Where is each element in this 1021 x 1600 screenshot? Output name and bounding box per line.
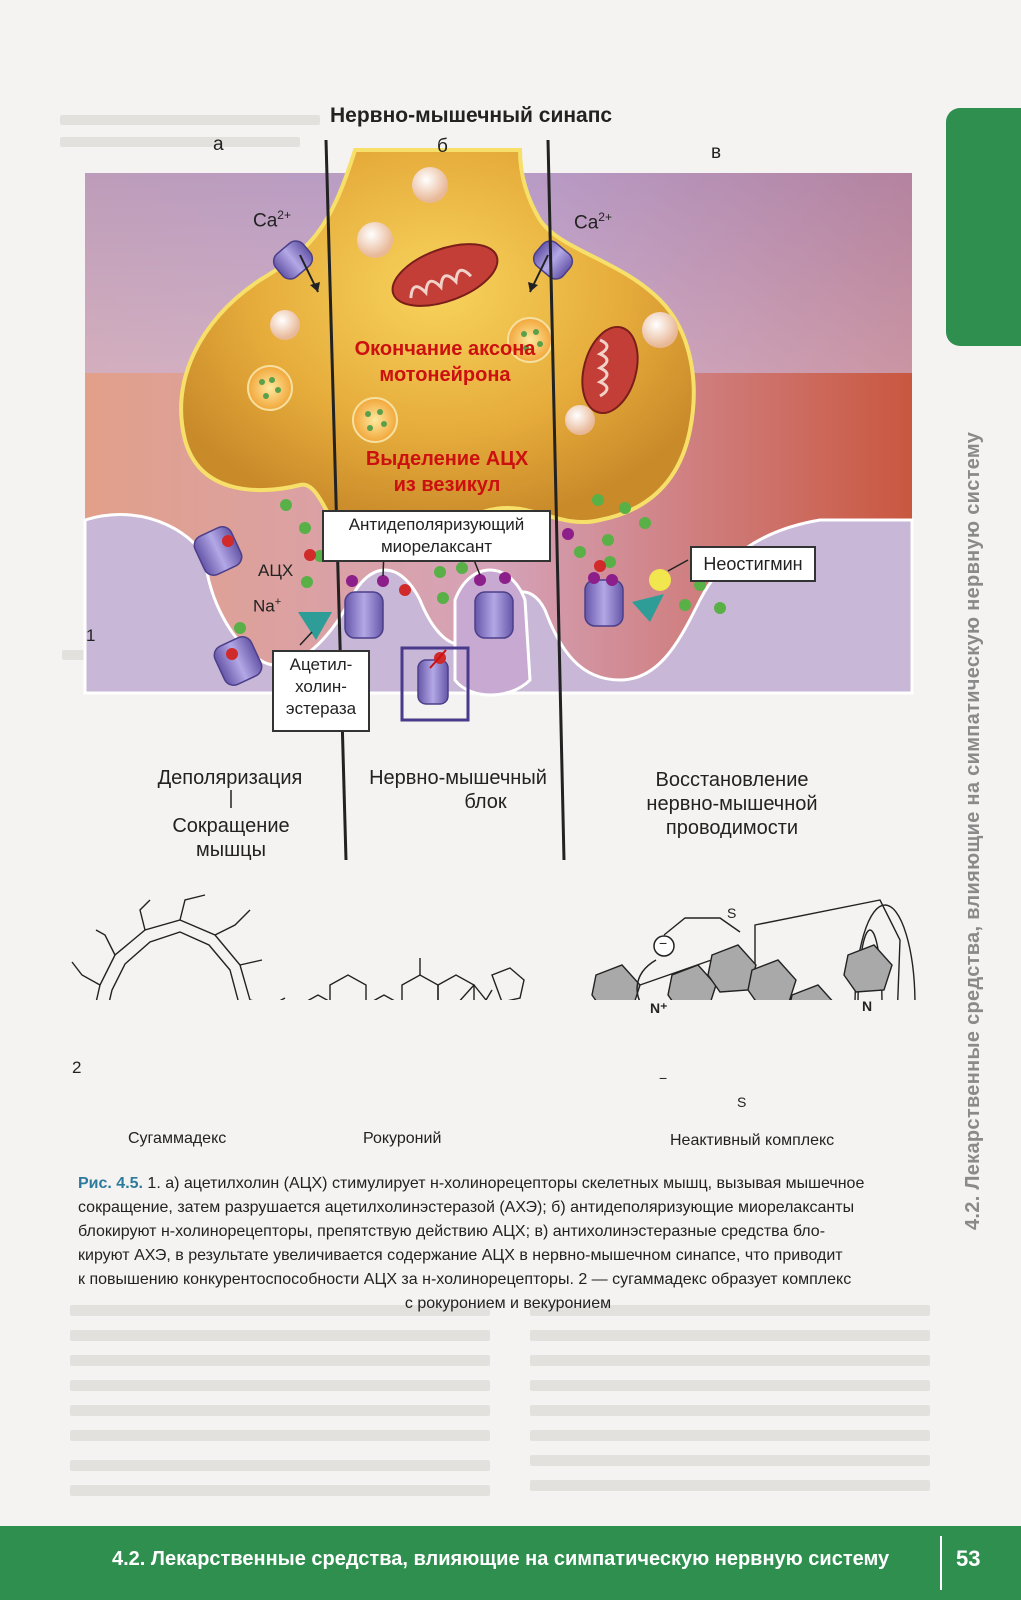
footer-separator <box>940 1536 942 1590</box>
atom-n: N <box>862 998 873 1014</box>
panel-c-label: в <box>711 142 722 163</box>
chapter-tab <box>946 108 1021 346</box>
rocuronium-label: Рокуроний <box>363 1130 442 1147</box>
figure-title: Нервно-мышечный синапс <box>330 104 613 127</box>
caption-line-6: с рокуронием и векуронием <box>404 1295 612 1312</box>
ca-left-label: Ca2+ <box>253 208 291 232</box>
ca-right-label: Ca2+ <box>574 210 612 234</box>
atom-n-plus: N⁺ <box>650 1000 668 1016</box>
atom-s-top: S <box>727 905 737 921</box>
ach-label: АЦХ <box>258 561 294 580</box>
depolarization-label: Деполяризация <box>157 767 303 789</box>
part-2-number: 2 <box>72 1058 82 1077</box>
panel-b-label: б <box>437 136 448 157</box>
part-1-number: 1 <box>86 626 96 645</box>
panel-a-label: а <box>213 134 224 155</box>
caption-line-5: к повышению конкурентоспособности АЦХ за… <box>78 1271 852 1288</box>
caption-line-2: сокращение, затем разрушается ацетилхоли… <box>78 1199 855 1216</box>
footer-chapter-title: 4.2. Лекарственные средства, влияющие на… <box>112 1548 890 1570</box>
caption-line-3: блокируют н-холинорецепторы, препятствую… <box>78 1223 826 1240</box>
minus-charge-bottom: − <box>659 1070 668 1086</box>
page-number: 53 <box>956 1546 981 1571</box>
atom-s-bottom: S <box>737 1094 747 1110</box>
caption-line-4: кируют АХЭ, в результате увеличивается с… <box>78 1247 843 1264</box>
caption-line-1: 1. а) ацетилхолин (АЦХ) стимулирует н-хо… <box>142 1175 865 1192</box>
na-label: Na+ <box>253 596 282 616</box>
synapse-illustration <box>71 139 916 1000</box>
sugammadex-label: Сугаммадекс <box>128 1130 227 1147</box>
page-footer: 4.2. Лекарственные средства, влияющие на… <box>0 1526 1021 1600</box>
figure-caption: Рис. 4.5. 1. а) ацетилхолин (АЦХ) стимул… <box>78 1172 938 1316</box>
acetylcholinesterase-box: Ацетил-холин-эстераза <box>272 650 370 732</box>
neostigmine-box: Неостигмин <box>690 546 816 582</box>
figure-ref: Рис. 4.5. <box>78 1175 143 1192</box>
inactive-complex-label: Неактивный комплекс <box>670 1132 835 1149</box>
minus-charge-top: − <box>659 935 668 951</box>
